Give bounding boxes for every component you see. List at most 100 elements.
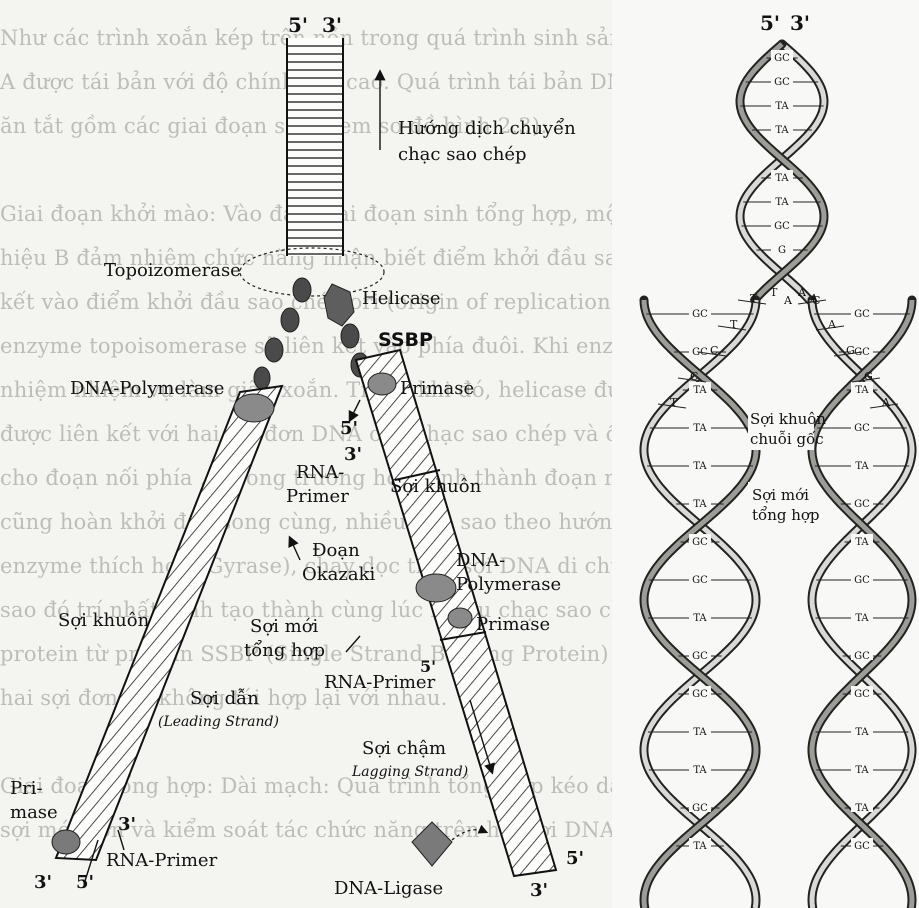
base-pair-label: GC — [854, 575, 870, 586]
base-pair-label: GC — [774, 77, 790, 88]
base-pair-label: GC — [692, 309, 708, 320]
base-pair-label: TA — [855, 765, 869, 776]
open-base-left: T — [750, 292, 758, 305]
dna-polymerase-left-label: DNA-Polymerase — [70, 378, 224, 399]
open-base-right: A — [881, 396, 891, 409]
base-pair-label: TA — [775, 197, 789, 208]
base-pair-label: TA — [855, 727, 869, 738]
primase-left-label-1: Pri- — [10, 778, 43, 799]
ligase-arrow — [452, 830, 486, 840]
base-pair-label: GC — [854, 841, 870, 852]
okazaki-label-2: Okazaki — [302, 564, 376, 585]
base-pair-label: TA — [775, 101, 789, 112]
right-end-3: 3' — [344, 444, 362, 465]
open-base-left: C — [690, 370, 698, 383]
rna-primer-label-1: RNA- — [296, 462, 344, 483]
primase-right-label: Primase — [400, 378, 474, 399]
new-strand-label-1: Sợi mới — [250, 616, 319, 637]
helix-top-5: 5' — [760, 11, 780, 35]
base-pair-label: GC — [692, 651, 708, 662]
helix-top-3: 3' — [790, 11, 810, 35]
base-pair-label: TA — [693, 499, 707, 510]
right-end-5: 5' — [340, 418, 358, 439]
base-pair-label: TA — [855, 803, 869, 814]
open-base-mid: T — [770, 286, 778, 299]
left-end-3: 3' — [118, 814, 136, 835]
primase-right-shape — [368, 373, 396, 395]
dna-ligase-label: DNA-Ligase — [334, 878, 443, 899]
open-base-right: A — [827, 318, 837, 331]
lagging-label-1: Sợi chậm — [362, 738, 446, 759]
parental-duplex — [287, 38, 343, 256]
bottom-left-end-5: 5' — [76, 872, 94, 893]
open-base-left: T — [730, 318, 738, 331]
topoisomerase-label: Topoizomerase — [104, 260, 241, 281]
base-pair-label: TA — [855, 385, 869, 396]
new-strand-label-2: tổng hợp — [244, 639, 325, 661]
base-pair-label: GC — [854, 499, 870, 510]
primase-left-shape — [52, 830, 80, 854]
open-base-mid: C — [812, 294, 820, 307]
base-pair-label: GC — [692, 537, 708, 548]
base-pair-label: GC — [854, 651, 870, 662]
helicase-label: Helicase — [362, 288, 441, 309]
fork-top-3: 3' — [322, 13, 342, 37]
helix-template-label-2: chuỗi gốc — [750, 430, 824, 448]
okazaki-label-1: Đoạn — [312, 540, 360, 561]
leading-label-1: Sợi dẫn — [190, 687, 259, 709]
rna-primer-bottom-label: RNA-Primer — [106, 850, 218, 871]
template-left-label: Sợi khuôn — [58, 610, 150, 631]
helix-new-label-2: tổng hợp — [752, 506, 820, 524]
base-pair-label: TA — [693, 461, 707, 472]
base-pair-label: GC — [854, 689, 870, 700]
dna-polymerase-right-shape — [416, 574, 456, 602]
leading-label-2: (Leading Strand) — [158, 714, 279, 730]
open-base-right: G — [846, 344, 855, 357]
base-pair-label: GC — [854, 309, 870, 320]
double-helix: GCGCTATATATAGCGGCGCTATATATAGCGCTAGCGCTAT… — [612, 0, 919, 908]
mid-end-5: 5' — [420, 657, 436, 676]
base-pair-label: TA — [855, 613, 869, 624]
open-base-mid: A — [797, 286, 807, 299]
base-pair-label: GC — [774, 221, 790, 232]
ssbp-label: SSBP — [378, 329, 433, 351]
base-pair-label: G — [778, 245, 786, 256]
helicase-shape — [324, 284, 354, 326]
base-pair-label: GC — [692, 575, 708, 586]
ssbp-beads — [254, 278, 369, 389]
bottom-right-end-3: 3' — [530, 880, 548, 901]
base-pair-label: GC — [854, 423, 870, 434]
dna-ligase-shape — [412, 822, 452, 866]
rna-primer-mid-label: RNA-Primer — [324, 672, 436, 693]
base-pair-label: TA — [693, 765, 707, 776]
direction-label-1: Hướng dịch chuyển — [398, 117, 576, 139]
rna-primer-label-2: Primer — [286, 486, 349, 507]
base-pair-label: TA — [693, 613, 707, 624]
base-pair-label: GC — [692, 803, 708, 814]
base-pair-label: GC — [774, 53, 790, 64]
direction-label-2: chạc sao chép — [398, 144, 527, 165]
base-pair-label: GC — [692, 689, 708, 700]
base-pair-label: TA — [693, 727, 707, 738]
lagging-label-2: Lagging Strand) — [351, 764, 468, 780]
open-base-left: T — [670, 396, 678, 409]
polymerase-right-label-1: DNA- — [456, 550, 505, 571]
polymerase-right-label-2: Polymerase — [456, 574, 561, 595]
base-pair-label: TA — [855, 537, 869, 548]
base-pair-label: TA — [693, 385, 707, 396]
primase-right-2-label: Primase — [476, 614, 550, 635]
fork-top-5: 5' — [288, 13, 308, 37]
open-base-right: G — [864, 370, 873, 383]
base-pair-label: TA — [693, 423, 707, 434]
primase-right-2-shape — [448, 608, 472, 628]
base-pair-label: TA — [855, 461, 869, 472]
base-pair-label: TA — [775, 173, 789, 184]
base-pair-label: TA — [775, 125, 789, 136]
template-right-label: Sợi khuôn — [390, 476, 482, 497]
primase-left-label-2: mase — [10, 802, 58, 823]
dna-polymerase-left-shape — [234, 394, 274, 422]
replication-fork: 5' 3' Hướng dịch chuyển chạc sao chép To… — [10, 13, 584, 901]
bottom-right-end-5: 5' — [566, 848, 584, 869]
